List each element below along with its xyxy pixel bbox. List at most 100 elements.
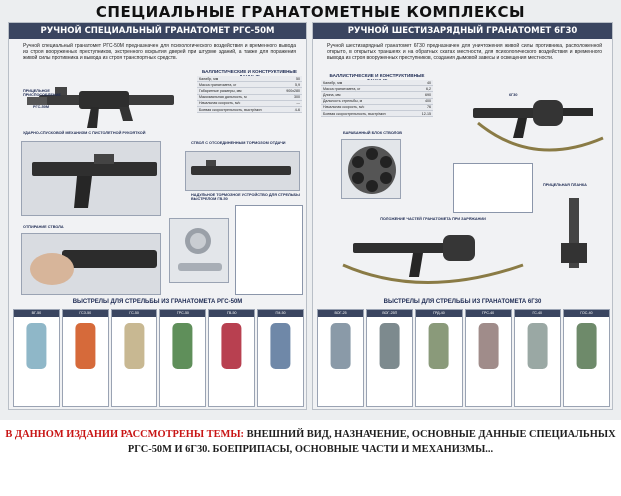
callout-loading: ПОЛОЖЕНИЕ ЧАСТЕЙ ГРАНАТОМЕТА ПРИ ЗАРЯЖАН… [380, 217, 486, 221]
panel-6g30: РУЧНОЙ ШЕСТИЗАРЯДНЫЙ ГРАНАТОМЕТ 6Г30 Руч… [312, 22, 613, 410]
ammo-card: ГМ-50 [257, 309, 304, 407]
ammo-card: ГРД-40 [415, 309, 463, 407]
caption-line-1: В ДАННОМ ИЗДАНИИ РАССМОТРЕНЫ ТЕМЫ: ВНЕШН… [0, 427, 621, 442]
ammo-round-illustration [65, 319, 106, 404]
callout-6g30-model: 6Г30 [509, 93, 518, 97]
spec-key: Калибр, мм [197, 76, 280, 83]
ammo-round-illustration [211, 319, 252, 404]
ammo-name: ГРС-40 [465, 310, 511, 317]
spec-key: Максимальная дальность, м [197, 94, 280, 101]
spec-key: Боевая скорострельность, выстр/мин [197, 106, 280, 114]
ammo-name: ГС-40 [514, 310, 560, 317]
ammo-round-illustration [114, 319, 155, 404]
ammo-card: ГРС-40 [464, 309, 512, 407]
callout-nozzle: НАДУЛЬНОЕ ТОРМОЗНОЕ УСТРОЙСТВО ДЛЯ СТРЕЛ… [191, 193, 300, 202]
panel-header-rgs50m: РУЧНОЙ СПЕЦИАЛЬНЫЙ ГРАНАТОМЕТ РГС-50М [9, 23, 306, 39]
spec-key: Калибр, мм [321, 80, 415, 87]
ammo-title-6g30: ВЫСТРЕЛЫ ДЛЯ СТРЕЛЬБЫ ИЗ ГРАНАТОМЕТА 6Г3… [383, 299, 542, 305]
sight-bar-illustration [561, 198, 587, 268]
recoil-parts-photo [169, 218, 229, 283]
ammo-round-illustration [566, 319, 607, 404]
ammo-round-illustration [517, 319, 558, 404]
ammo-round-illustration [468, 319, 509, 404]
ammo-card: ГВ-50 [208, 309, 256, 407]
trigger-mechanism-photo [21, 141, 161, 216]
6g30-illustration [473, 100, 604, 152]
drum-photo [341, 139, 401, 199]
spec-value: 76 [414, 104, 433, 111]
callout-sight-bar: ПРИЦЕЛЬНАЯ ПЛАНКА [543, 183, 587, 187]
ammo-card: ВОГ-25 [317, 309, 365, 407]
ammo-name: ВОГ-25П [367, 310, 413, 317]
spec-key: Масса гранатомета, кг [321, 85, 415, 93]
callout-drum: БАРАБАННЫЙ БЛОК СТВОЛОВ [343, 131, 403, 135]
caption-line1-text: ВНЕШНИЙ ВИД, НАЗНАЧЕНИЕ, ОСНОВНЫЕ ДАННЫЕ… [244, 429, 616, 440]
ammo-card: ГС-40 [513, 309, 561, 407]
spec-value: 5,9 [279, 81, 302, 89]
spec-value: 6,2 [414, 85, 433, 93]
ammo-card: ГСЗ-50 [61, 309, 109, 407]
ammo-title-rgs50m: ВЫСТРЕЛЫ ДЛЯ СТРЕЛЬБЫ ИЗ ГРАНАТОМЕТА РГС… [72, 299, 243, 305]
intro-rgs50m: Ручной специальный гранатомет РГС-50М пр… [23, 43, 296, 61]
ammo-name: ГСЗ-50 [62, 310, 108, 317]
note-box-rgs50m [235, 205, 303, 295]
ammo-card: ВОГ-25П [366, 309, 414, 407]
spec-value: 40 [414, 80, 433, 87]
spec-key: Габаритные размеры, мм [197, 87, 280, 95]
spec-key: Длина, мм [321, 91, 415, 99]
panel-header-6g30: РУЧНОЙ ШЕСТИЗАРЯДНЫЙ ГРАНАТОМЕТ 6Г30 [313, 23, 612, 39]
ammo-name: ГС-50 [111, 310, 157, 317]
loading-illustration [342, 235, 524, 284]
ammo-round-illustration [16, 319, 57, 404]
spec-key: Боевая скорострельность, выстр/мин [321, 110, 415, 118]
spec-value: 300 [279, 94, 302, 101]
poster-title: СПЕЦИАЛЬНЫЕ ГРАНАТОМЕТНЫЕ КОМПЛЕКСЫ [95, 3, 526, 21]
poster-footer [8, 411, 613, 419]
panel-rgs50m: РУЧНОЙ СПЕЦИАЛЬНЫЙ ГРАНАТОМЕТ РГС-50М Ру… [8, 22, 307, 410]
ammo-round-illustration [320, 319, 361, 404]
ammo-name: ГОС-40 [563, 310, 610, 317]
ammo-card: ГС-50 [110, 309, 158, 407]
spec-key: Масса гранатомета, кг [197, 81, 280, 89]
spec-value: 4-6 [279, 106, 302, 114]
caption-line-2: РГС-50М И 6Г30. БОЕПРИПАСЫ, ОСНОВНЫЕ ЧАС… [127, 444, 494, 455]
ammo-name: ГВ-50 [209, 310, 255, 317]
spec-key: Дальность стрельбы, м [321, 98, 415, 105]
ammo-name: ГМ-50 [258, 310, 303, 317]
ammo-round-illustration [260, 319, 301, 404]
edition-caption: В ДАННОМ ИЗДАНИИ РАССМОТРЕНЫ ТЕМЫ: ВНЕШН… [0, 427, 621, 457]
ammo-card: ГРС-50 [159, 309, 207, 407]
ammo-card: ВГ-50 [13, 309, 60, 407]
callout-lock: ОТПИРАНИЕ СТВОЛА [23, 225, 64, 229]
spec-value: 12-15 [414, 110, 433, 118]
ammo-name: ГРД-40 [416, 310, 462, 317]
callout-trigger: УДАРНО-СПУСКОВОЙ МЕХАНИЗМ С ПИСТОЛЕТНОЙ … [23, 131, 146, 135]
ammo-round-illustration [369, 319, 410, 404]
callout-sight: ПРИЦЕЛЬНОЕ ПРИСПОСОБЛЕНИЕ [23, 89, 61, 98]
poster: СПЕЦИАЛЬНЫЕ ГРАНАТОМЕТНЫЕ КОМПЛЕКСЫ РУЧН… [0, 0, 621, 420]
ammo-round-illustration [418, 319, 459, 404]
spec-value: — [279, 100, 302, 107]
ammo-name: ВОГ-25 [318, 310, 364, 317]
callout-brake: СТВОЛ С ОТСОЕДИНЕННЫМ ТОРМОЗОМ ОТДАЧИ [191, 141, 286, 145]
ammo-name: ГРС-50 [160, 310, 206, 317]
spec-value: 690 [414, 91, 433, 99]
spec-key: Начальная скорость, м/с [197, 100, 280, 107]
callout-model: РГС-50М [33, 105, 50, 109]
spec-value: 900x280 [279, 87, 302, 95]
rgs50m-illustration [27, 87, 174, 128]
intro-6g30: Ручной шестизарядный гранатомет 6Г30 пре… [327, 43, 602, 61]
